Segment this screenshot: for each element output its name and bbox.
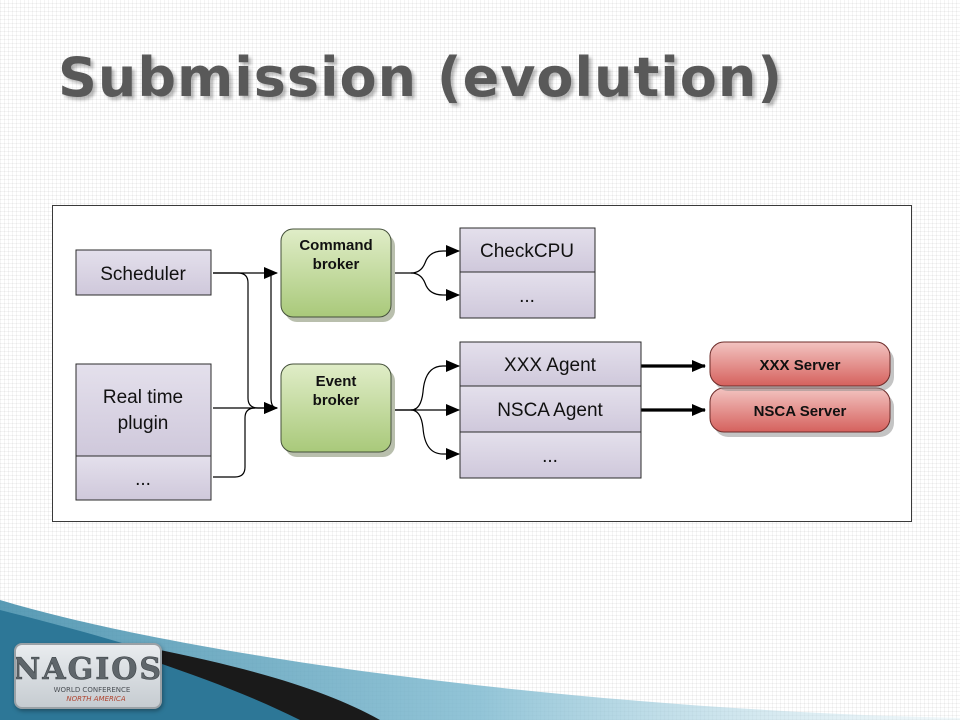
xxx-server: XXX Server [709, 341, 894, 391]
logo-name: NAGIOS [16, 652, 160, 687]
scheduler-box: Scheduler [75, 249, 212, 296]
realtime-plugin-box: Real time plugin ... [75, 363, 212, 501]
server-connectors [641, 360, 706, 416]
connector-event-xxx [395, 360, 460, 411]
nsca-server-label: NSCA Server [754, 403, 847, 420]
nagios-conference-logo: NAGIOS WORLD CONFERENCE NORTH AMERICA [14, 643, 162, 709]
event-broker-line1: Event [316, 373, 357, 390]
submission-diagram: Scheduler Real time plugin ... Command b… [75, 227, 894, 501]
nsca-server: NSCA Server [709, 387, 894, 437]
connector-more-event [213, 407, 256, 478]
command-broker: Command broker [280, 228, 395, 322]
source-connectors [213, 267, 278, 478]
event-broker: Event broker [280, 363, 395, 457]
realtime-label-line2: plugin [118, 413, 169, 434]
connector-scheduler-event [213, 272, 278, 414]
logo-tagline-line1: WORLD CONFERENCE [54, 686, 131, 694]
realtime-label-line1: Real time [103, 387, 183, 408]
scheduler-label: Scheduler [100, 264, 186, 285]
xxx-agent-label: XXX Agent [504, 355, 597, 376]
event-broker-line2: broker [313, 392, 360, 409]
logo-tagline-line2: NORTH AMERICA [66, 695, 125, 703]
checks-more-label: ... [519, 286, 535, 307]
connector-event-more [410, 409, 460, 460]
diagram-frame: Scheduler Real time plugin ... Command b… [52, 205, 912, 522]
agents-more-label: ... [542, 446, 558, 467]
broker-connectors [395, 245, 460, 460]
agents-box: XXX Agent NSCA Agent ... [459, 341, 642, 479]
command-broker-line1: Command [299, 237, 372, 254]
command-broker-line2: broker [313, 256, 360, 273]
realtime-more-label: ... [135, 469, 151, 490]
nagios-logo-graphic: NAGIOS WORLD CONFERENCE NORTH AMERICA [16, 652, 160, 703]
nsca-agent-label: NSCA Agent [497, 400, 603, 421]
connector-command-checkcpu [395, 245, 460, 274]
checkcpu-label: CheckCPU [480, 241, 574, 262]
xxx-server-label: XXX Server [760, 357, 841, 374]
connector-command-more [410, 272, 460, 301]
connector-command-event [270, 273, 278, 409]
checkcpu-box: CheckCPU ... [459, 227, 596, 319]
slide-title: Submission (evolution) [58, 46, 784, 109]
